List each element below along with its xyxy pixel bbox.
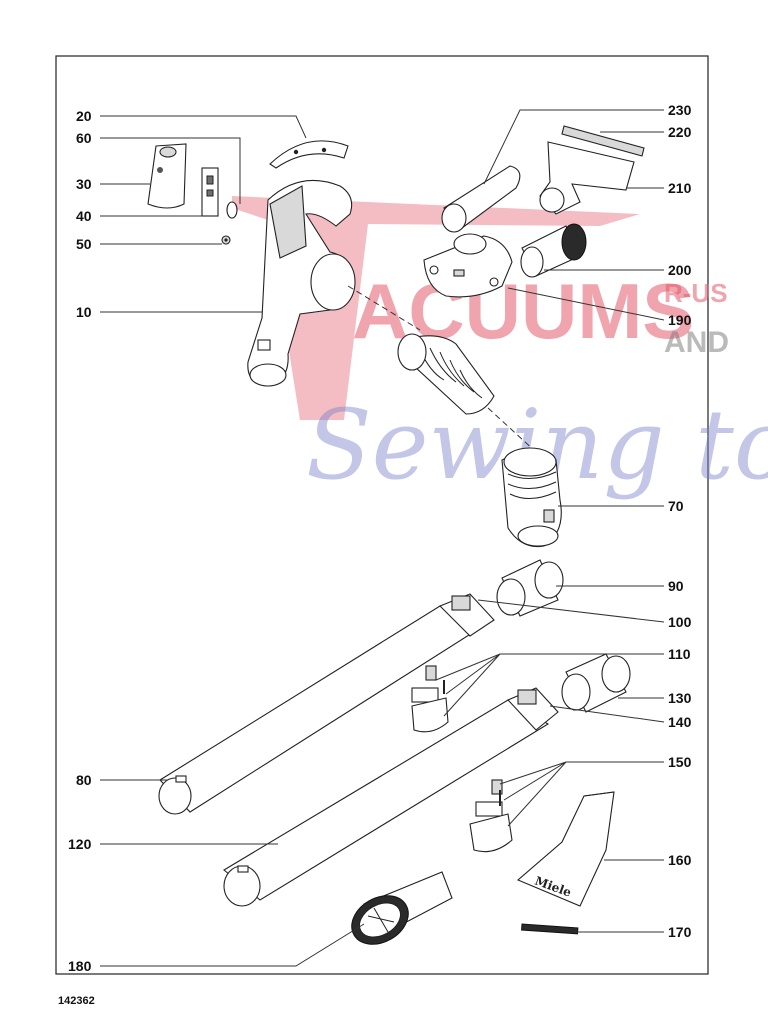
callout-130: 130 (668, 690, 692, 706)
part-140-tube-catch (507, 687, 559, 731)
callout-100: 100 (668, 614, 692, 630)
part-160-crevice-nozzle: Miele (516, 791, 615, 907)
part-90-sleeve (496, 559, 564, 617)
part-180-brush-nozzle (351, 871, 453, 945)
part-40-switch-slider (201, 167, 219, 217)
leader-lines (100, 109, 665, 967)
callout-150: 150 (668, 754, 692, 770)
leader-180 (100, 923, 365, 967)
hose-corrugated (397, 333, 495, 415)
leader-190 (507, 287, 665, 321)
document-number: 142362 (58, 995, 95, 1007)
callout-10: 10 (76, 304, 92, 320)
part-150-spring-button-set (469, 779, 513, 853)
part-190-tool-holder (423, 233, 513, 298)
callout-30: 30 (76, 176, 92, 192)
callout-160: 160 (668, 852, 692, 868)
part-110-spring-button-set (411, 665, 449, 733)
callout-40: 40 (76, 208, 92, 224)
assembly-line (347, 285, 537, 453)
part-210-upholstery-nozzle (539, 141, 635, 215)
part-100-tube-catch (439, 593, 495, 637)
leader-230 (483, 109, 664, 185)
callout-120: 120 (68, 836, 92, 852)
leader-20 (100, 115, 307, 139)
watermark-line2-suffix: AND (664, 326, 729, 359)
part-230-crevice-tool (441, 165, 521, 233)
part-50-spring (221, 235, 231, 245)
callout-140: 140 (668, 714, 692, 730)
leader-110 (435, 653, 664, 717)
diagram-frame (55, 55, 709, 975)
callout-60: 60 (76, 130, 92, 146)
leader-150 (499, 761, 664, 827)
callout-70: 70 (668, 498, 684, 514)
callout-20: 20 (76, 108, 92, 124)
part-70-hose-connector (501, 447, 562, 548)
watermark-v-shape (232, 196, 640, 420)
callout-210: 210 (668, 180, 692, 196)
callout-90: 90 (668, 578, 684, 594)
callout-180: 180 (68, 958, 92, 974)
watermark-line1-suffix: R-US (664, 278, 728, 308)
leader-140 (549, 705, 665, 723)
part-170-bristle-strip (521, 923, 579, 935)
part-130-sleeve-lower (561, 653, 631, 713)
callout-labels: 20 60 30 40 50 10 230 220 210 200 190 70… (68, 102, 692, 974)
part-30-switch-cover (147, 143, 187, 209)
part-120-tube-lower (223, 699, 550, 907)
part-10-handle (247, 179, 356, 387)
callout-230: 230 (668, 102, 692, 118)
part-200-dusting-brush (520, 223, 587, 278)
part-20-handle-cap (269, 140, 349, 169)
callout-190: 190 (668, 312, 692, 328)
callout-220: 220 (668, 124, 692, 140)
part-60-ring (226, 201, 238, 219)
leader-60 (100, 137, 241, 204)
callout-80: 80 (76, 772, 92, 788)
part-220-brush-strip (561, 125, 645, 157)
leader-100 (477, 599, 665, 623)
callout-200: 200 (668, 262, 692, 278)
callout-110: 110 (668, 646, 691, 662)
callout-170: 170 (668, 924, 692, 940)
callout-50: 50 (76, 236, 92, 252)
